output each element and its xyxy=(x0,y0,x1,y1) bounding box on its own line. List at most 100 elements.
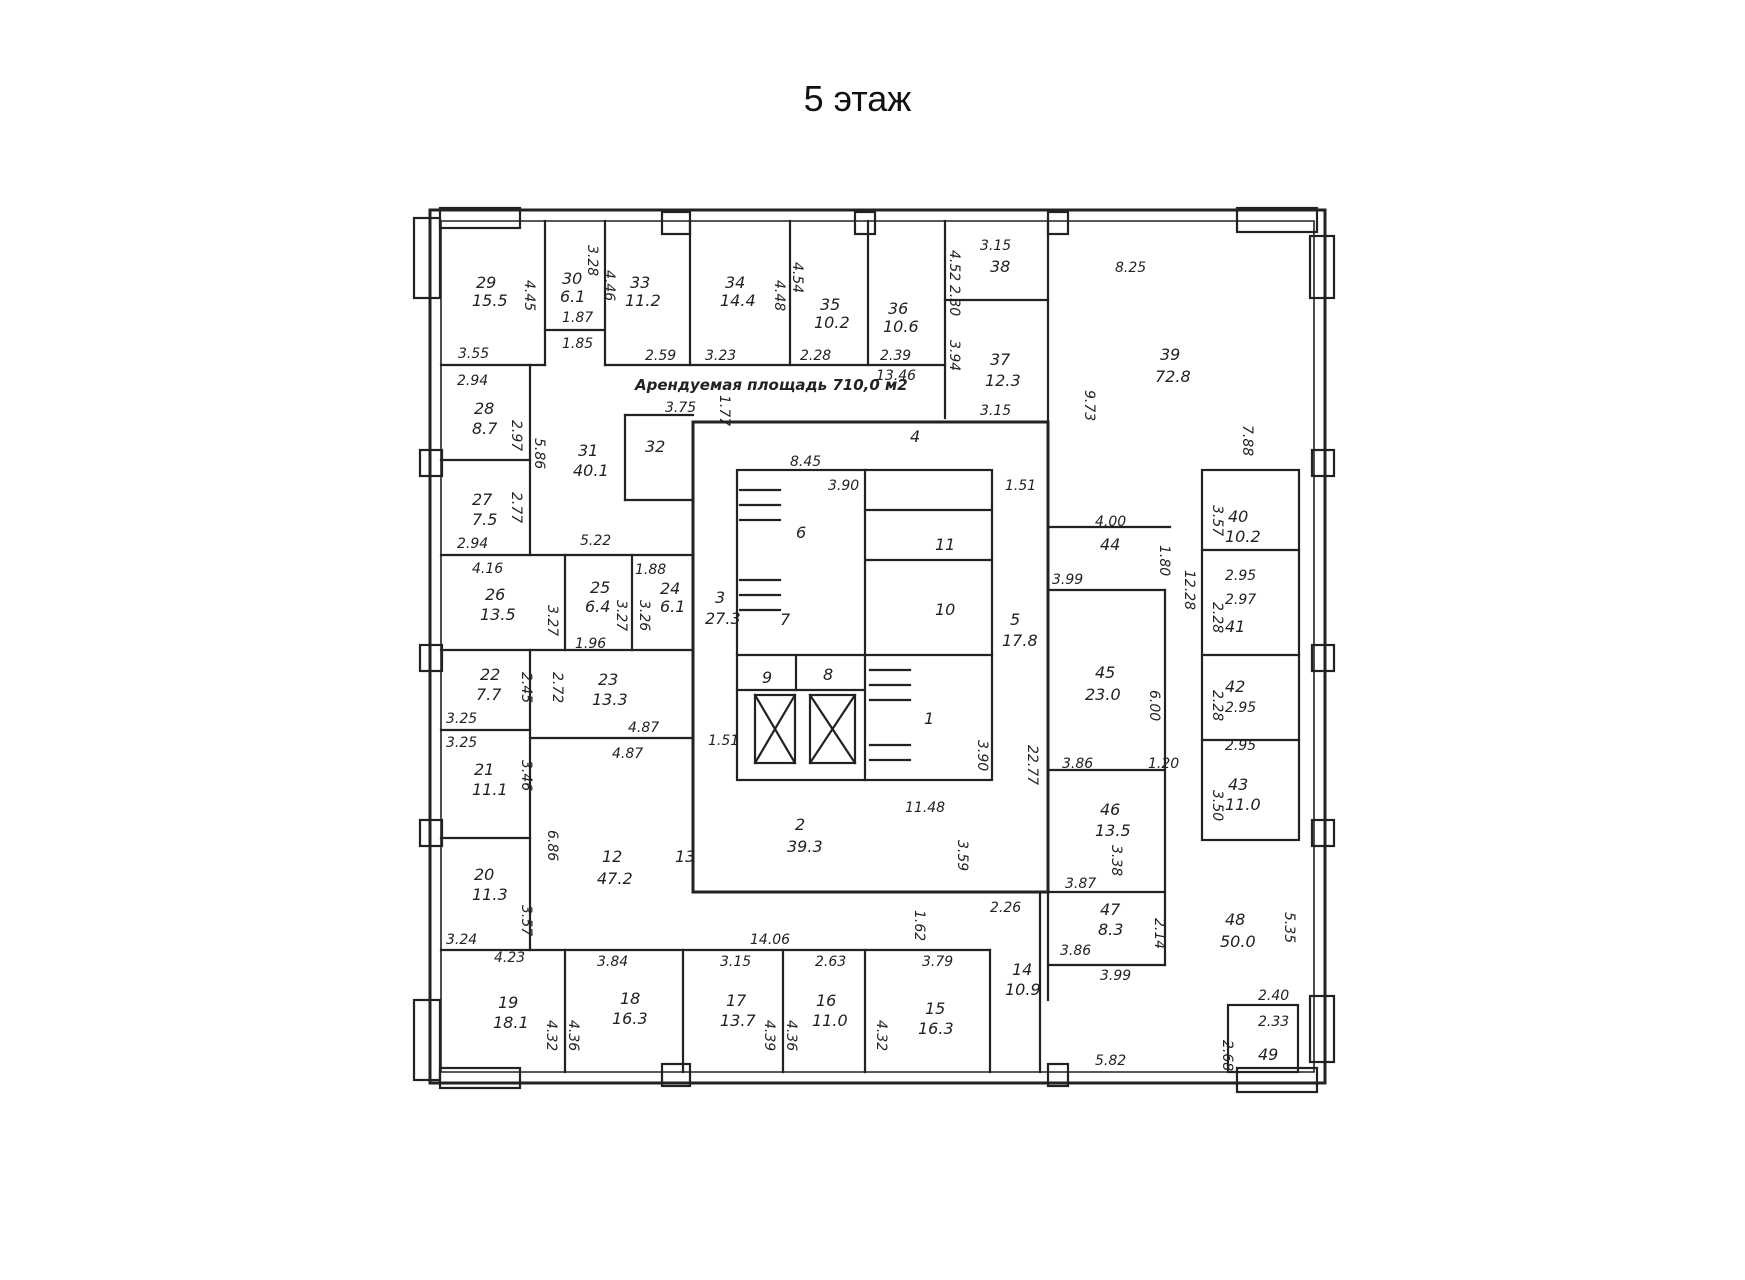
room-area-40: 10.2 xyxy=(1225,527,1261,546)
room-number-33: 33 xyxy=(630,273,650,292)
room-number-25: 25 xyxy=(590,578,610,597)
room-number-13: 13 xyxy=(675,847,695,866)
dimension-label: 2.94 xyxy=(457,373,488,389)
dimension-label: 2.95 xyxy=(1225,700,1256,716)
room-area-17: 13.7 xyxy=(720,1011,756,1030)
dimension-label: 3.15 xyxy=(980,238,1011,254)
dimension-label: 2.72 xyxy=(549,672,565,703)
dimension-label: 2.94 xyxy=(457,536,488,552)
dimension-label: 1.88 xyxy=(635,562,666,578)
room-number-23: 23 xyxy=(598,670,618,689)
room-area-35: 10.2 xyxy=(814,313,850,332)
room-area-25: 6.4 xyxy=(585,597,610,616)
walls xyxy=(412,206,1336,1094)
room-number-10: 10 xyxy=(935,600,955,619)
room-area-3: 27.3 xyxy=(705,609,741,628)
dimension-label: 2.28 xyxy=(800,348,831,364)
room-area-26: 13.5 xyxy=(480,605,516,624)
room-number-40: 40 xyxy=(1228,507,1248,526)
dimension-label: 2.97 xyxy=(508,420,524,451)
dimension-label: 22.77 xyxy=(1024,745,1040,785)
dimension-label: 4.36 xyxy=(783,1020,799,1051)
room-area-39: 72.8 xyxy=(1155,367,1191,386)
room-number-14: 14 xyxy=(1012,960,1032,979)
room-number-43: 43 xyxy=(1228,775,1248,794)
room-number-12: 12 xyxy=(602,847,622,866)
room-number-47: 47 xyxy=(1100,900,1121,919)
dimension-label: 4.39 xyxy=(761,1020,777,1051)
dimension-label: 4.48 xyxy=(771,280,787,311)
dimension-label: 3.27 xyxy=(544,605,560,636)
dimension-label: 4.00 xyxy=(1095,514,1126,530)
room-number-34: 34 xyxy=(725,273,745,292)
dimension-label: 3.86 xyxy=(1060,943,1091,959)
dimension-label: 1.62 xyxy=(911,910,927,941)
dimension-label: 1.77 xyxy=(716,395,732,426)
room-area-18: 16.3 xyxy=(612,1009,648,1028)
room-number-30: 30 xyxy=(562,269,582,288)
dimension-label: 2.95 xyxy=(1225,568,1256,584)
room-number-18: 18 xyxy=(620,989,640,1008)
room-number-1: 1 xyxy=(924,709,934,728)
dimension-label: 3.46 xyxy=(518,760,534,791)
room-number-17: 17 xyxy=(726,991,747,1010)
room-area-33: 11.2 xyxy=(625,291,661,310)
dimension-label: 6.86 xyxy=(544,830,560,861)
dimension-label: 4.16 xyxy=(472,561,503,577)
room-number-7: 7 xyxy=(780,610,791,629)
dimension-label: 2.14 xyxy=(1151,918,1167,949)
room-number-32: 32 xyxy=(645,437,665,456)
room-area-45: 23.0 xyxy=(1085,685,1121,704)
dimension-label: 14.06 xyxy=(750,932,790,948)
room-area-15: 16.3 xyxy=(918,1019,954,1038)
room-number-35: 35 xyxy=(820,295,840,314)
dimension-label: 3.99 xyxy=(1052,572,1083,588)
dimension-label: 4.52 xyxy=(946,250,962,281)
dimension-label: 2.28 xyxy=(1209,602,1225,633)
room-number-29: 29 xyxy=(476,273,496,292)
room-number-42: 42 xyxy=(1225,677,1245,696)
room-number-3: 3 xyxy=(715,588,725,607)
room-area-43: 11.0 xyxy=(1225,795,1261,814)
dimension-label: 3.57 xyxy=(518,905,534,936)
dimension-labels: 4.45 3.28 1.87 1.85 3.55 4.46 2.59 3.23 … xyxy=(446,238,1297,1071)
dimension-label: 3.86 xyxy=(1062,756,1093,772)
room-number-9: 9 xyxy=(762,668,772,687)
page-title: 5 этаж xyxy=(803,78,912,119)
dimension-label: 7.88 xyxy=(1239,425,1255,456)
dimension-label: 2.59 xyxy=(645,348,676,364)
room-area-37: 12.3 xyxy=(985,371,1021,390)
dimension-label: 4.87 xyxy=(612,746,643,762)
room-number-16: 16 xyxy=(816,991,836,1010)
dimension-label: 2.26 xyxy=(990,900,1021,916)
room-area-22: 7.7 xyxy=(476,685,502,704)
room-area-20: 11.3 xyxy=(472,885,508,904)
room-number-20: 20 xyxy=(474,865,494,884)
dimension-label: 3.15 xyxy=(720,954,751,970)
dimension-label: 3.90 xyxy=(974,740,990,771)
room-number-45: 45 xyxy=(1095,663,1115,682)
dimension-label: 9.73 xyxy=(1081,390,1097,421)
room-number-21: 21 xyxy=(474,760,494,779)
room-labels: 29 15.5 30 6.1 33 11.2 34 14.4 35 10.2 3… xyxy=(472,257,1278,1064)
room-number-2: 2 xyxy=(795,815,805,834)
room-area-16: 11.0 xyxy=(812,1011,848,1030)
dimension-label: 2.63 xyxy=(815,954,846,970)
dimension-label: 13.46 xyxy=(876,368,916,384)
dimension-label: 5.35 xyxy=(1281,912,1297,943)
room-number-48: 48 xyxy=(1225,910,1245,929)
dimension-label: 11.48 xyxy=(905,800,945,816)
room-area-5: 17.8 xyxy=(1002,631,1038,650)
room-number-5: 5 xyxy=(1010,610,1020,629)
dimension-label: 4.36 xyxy=(565,1020,581,1051)
room-number-22: 22 xyxy=(480,665,500,684)
dimension-label: 3.25 xyxy=(446,711,477,727)
room-number-49: 49 xyxy=(1258,1045,1278,1064)
dimension-label: 1.96 xyxy=(575,636,606,652)
room-number-44: 44 xyxy=(1100,535,1120,554)
dimension-label: 3.38 xyxy=(1108,845,1124,876)
dimension-label: 3.23 xyxy=(705,348,736,364)
dimension-label: 4.87 xyxy=(628,720,659,736)
room-number-38: 38 xyxy=(990,257,1010,276)
